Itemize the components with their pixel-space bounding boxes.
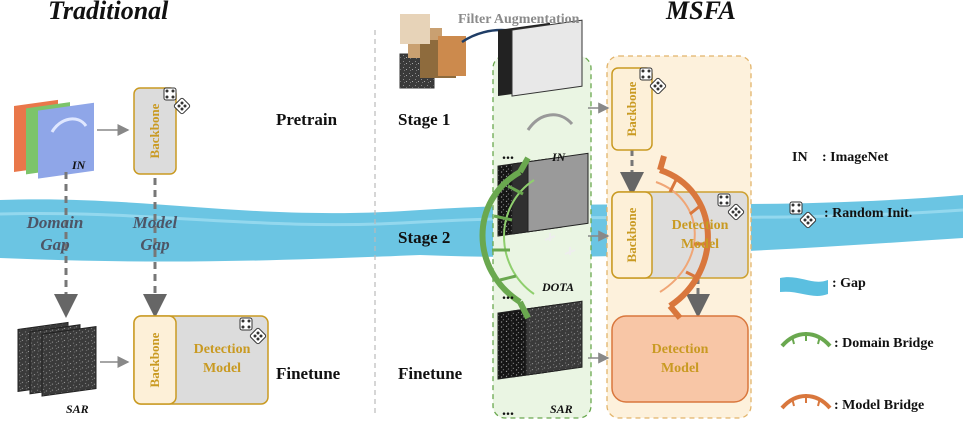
legend-gap: : Gap xyxy=(832,276,866,291)
row-label-stage2: Stage 2 xyxy=(398,228,451,247)
domain-gap-label-1: Domain xyxy=(26,213,84,232)
legend-domain-bridge-icon xyxy=(780,332,832,348)
domain-bridge-icon xyxy=(479,156,535,320)
dataset-label-sar-right: SAR xyxy=(550,402,573,416)
backbone-label: Backbone xyxy=(624,207,639,263)
imagenet-stack-left xyxy=(14,99,94,179)
backbone-label: Backbone xyxy=(624,81,639,137)
dataset-label-dota: DOTA xyxy=(542,280,575,294)
domain-gap-label-2: Gap xyxy=(40,235,70,254)
backbone-box-left-pretrain xyxy=(133,87,177,175)
ellipsis-stage1: ... xyxy=(502,146,514,163)
detection-model-label-1: Detection xyxy=(193,342,251,357)
dataset-label-in-right: IN xyxy=(552,150,566,164)
legend-dice-icon xyxy=(789,201,817,229)
sar-stack-left xyxy=(17,321,97,397)
model-bridge-icon xyxy=(655,155,711,320)
title-msfa: MSFA xyxy=(666,0,736,25)
legend-gap-icon xyxy=(780,277,828,296)
detection-model-label-1: Detection xyxy=(651,342,709,357)
dice-icon xyxy=(163,87,267,345)
filter-augmentation-images xyxy=(399,14,466,89)
dataset-label-sar-left: SAR xyxy=(66,402,89,416)
legend-random-init: : Random Init. xyxy=(824,206,913,221)
ellipsis-stage2: ... xyxy=(502,286,514,303)
backbone-label: Backbone xyxy=(147,332,162,388)
dice-icon xyxy=(639,67,745,221)
filter-augmentation-label: Filter Augmentation xyxy=(458,12,580,27)
backbone-box-left-finetune xyxy=(133,315,177,405)
sar-stack-right xyxy=(497,300,583,380)
backbone-box-stage2 xyxy=(611,191,653,279)
backbone-box-stage1 xyxy=(611,67,653,151)
legend-model-bridge-icon xyxy=(780,394,832,410)
row-label-pretrain: Pretrain xyxy=(276,110,338,129)
title-traditional: Traditional xyxy=(48,0,169,25)
row-label-finetune-left: Finetune xyxy=(276,364,341,383)
backbone-label: Backbone xyxy=(147,103,162,159)
detection-model-label-2: Model xyxy=(680,237,720,252)
model-gap-label-1: Model xyxy=(132,213,178,232)
row-label-stage1: Stage 1 xyxy=(398,110,451,129)
ellipsis-finetune: ... xyxy=(502,402,514,419)
legend-domain-bridge: : Domain Bridge xyxy=(834,336,934,351)
dataset-label-in-left: IN xyxy=(72,158,86,172)
legend-in-key: IN xyxy=(792,150,808,165)
detection-model-label-2: Model xyxy=(660,361,700,376)
row-label-finetune-right: Finetune xyxy=(398,364,463,383)
model-gap-label-2: Gap xyxy=(140,235,170,254)
imagenet-stack-right xyxy=(498,19,583,131)
detection-model-label-1: Detection xyxy=(671,218,729,233)
legend-in-value: : ImageNet xyxy=(822,150,889,165)
legend-model-bridge: : Model Bridge xyxy=(834,398,925,413)
detection-model-label-2: Model xyxy=(202,361,242,376)
